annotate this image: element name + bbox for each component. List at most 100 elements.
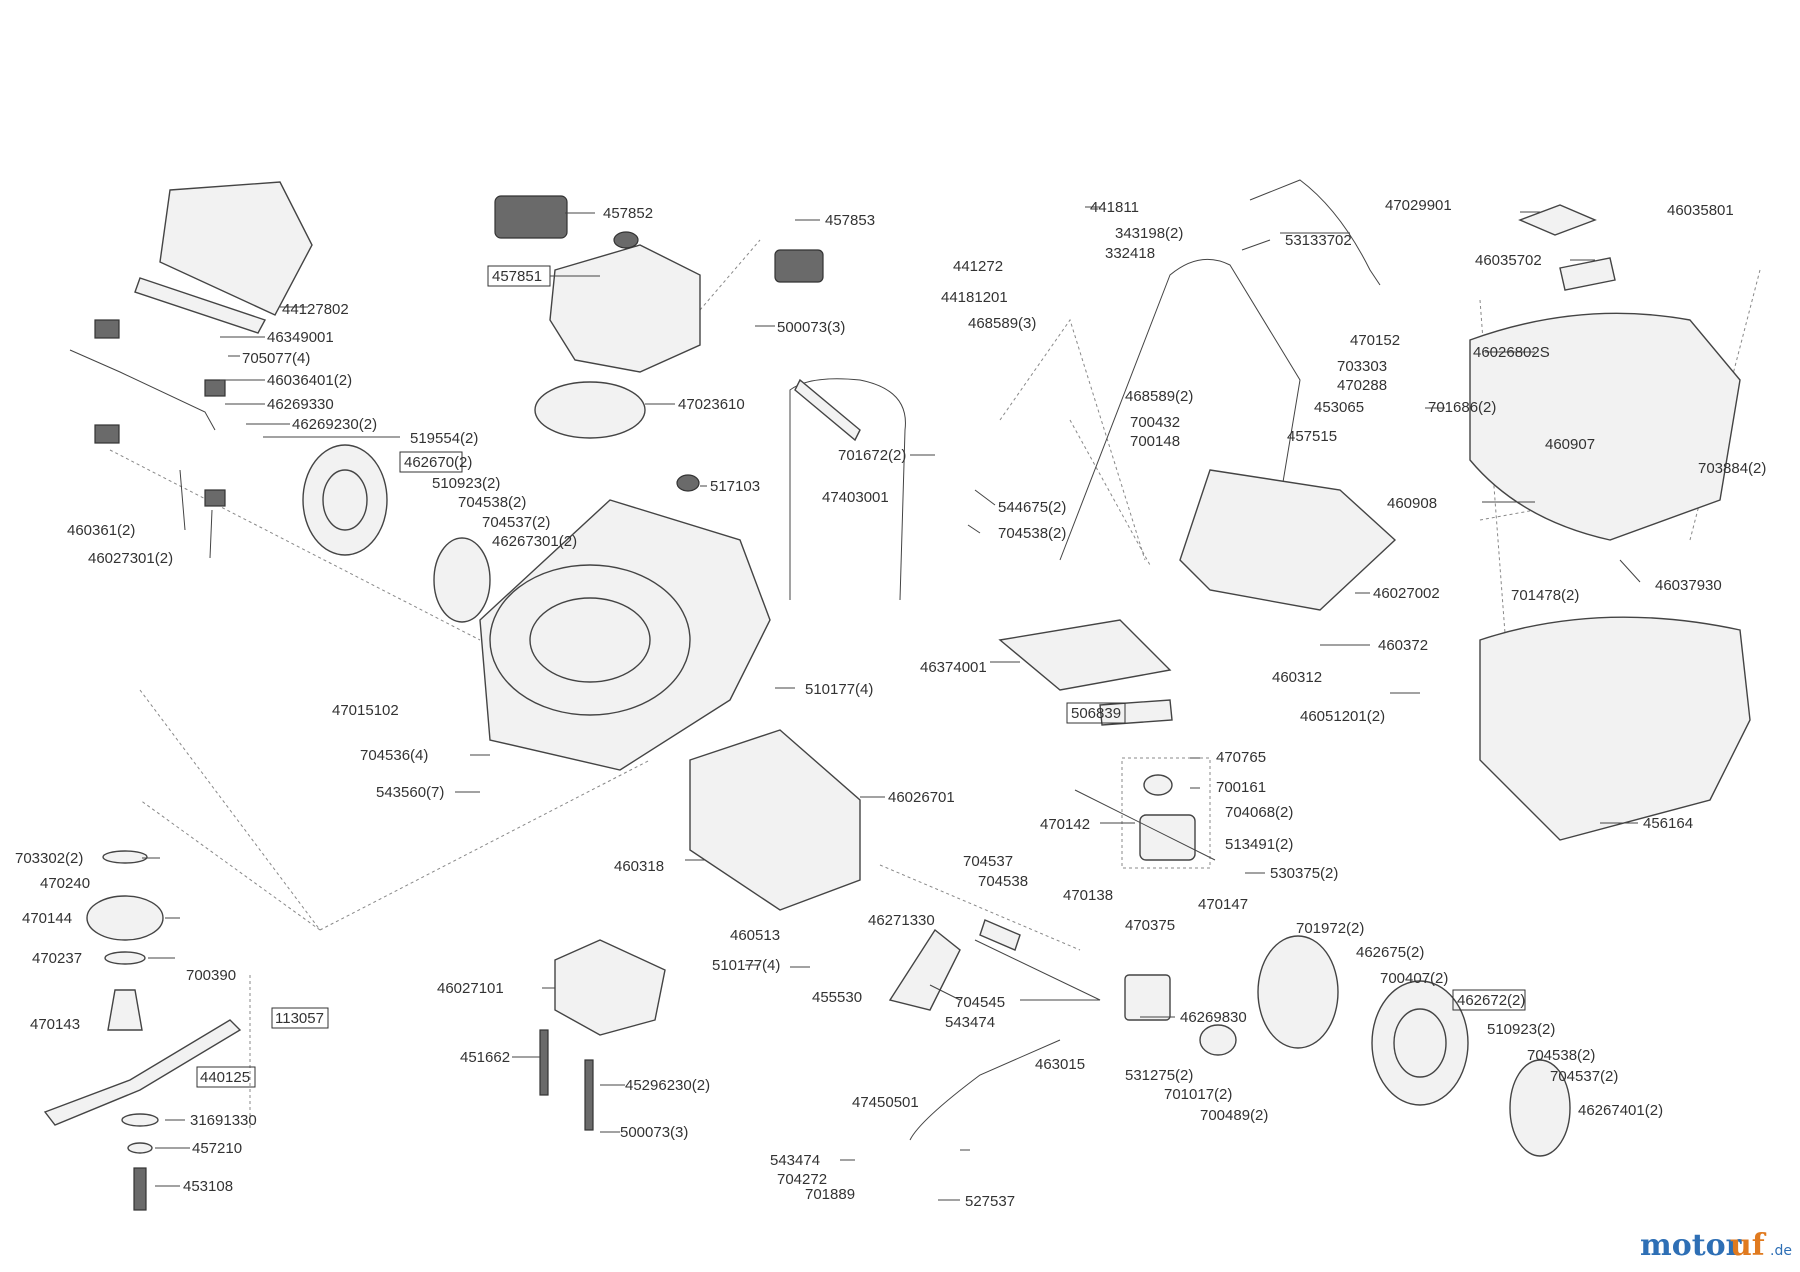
part-label: 453108 [183, 1178, 233, 1195]
blade-hub-part [86, 895, 164, 941]
engine-part [549, 244, 701, 373]
engine-plate [534, 381, 646, 439]
part-label: 332418 [1105, 245, 1155, 262]
part-label: 460372 [1378, 637, 1428, 654]
part-label: 46035702 [1475, 252, 1542, 269]
part-label: 510177(4) [712, 957, 780, 974]
watermark-brand-b: uf [1730, 1228, 1767, 1263]
part-label: 500073(3) [620, 1124, 688, 1141]
grass-box-lid-part [1469, 312, 1741, 541]
part-label: 47015102 [332, 702, 399, 719]
belt-part [1099, 699, 1173, 726]
part-label: 470288 [1337, 377, 1387, 394]
part-label: 470375 [1125, 917, 1175, 934]
leader-lines [142, 206, 1641, 1201]
part-label: 44127802 [282, 301, 349, 318]
part-label: 704538(2) [458, 494, 526, 511]
part-label: 440125 [200, 1069, 250, 1086]
part-label: 506839 [1071, 705, 1121, 722]
part-label: 457515 [1287, 428, 1337, 445]
part-label: 457853 [825, 212, 875, 229]
part-label: 46374001 [920, 659, 987, 676]
part-label: 46271330 [868, 912, 935, 929]
part-label: 704538(2) [998, 525, 1066, 542]
part-drawings [43, 179, 1751, 1211]
part-label: 704272 [777, 1171, 827, 1188]
part-label: 451662 [460, 1049, 510, 1066]
part-label: 46026802S [1473, 344, 1550, 361]
front-flap-part [554, 939, 666, 1036]
part-label: 46267301(2) [492, 533, 577, 550]
part-label: 343198(2) [1115, 225, 1183, 242]
part-label: 705077(4) [242, 350, 310, 367]
watermark-brand-a: motor [1640, 1228, 1743, 1263]
part-label: 460907 [1545, 436, 1595, 453]
part-label: 700432 [1130, 414, 1180, 431]
part-label: 703303 [1337, 358, 1387, 375]
part-label: 531275(2) [1125, 1067, 1193, 1084]
part-label: 470237 [32, 950, 82, 967]
part-label: 700489(2) [1200, 1107, 1268, 1124]
part-label: 468589(3) [968, 315, 1036, 332]
part-label: 46269230(2) [292, 416, 377, 433]
part-label: 470152 [1350, 332, 1400, 349]
part-label: 519554(2) [410, 430, 478, 447]
part-label: 462672(2) [1457, 992, 1525, 1009]
part-label: 704538(2) [1527, 1047, 1595, 1064]
part-label: 543474 [945, 1014, 995, 1031]
rear-wheel-part [1257, 935, 1339, 1049]
part-label: 470144 [22, 910, 72, 927]
part-label: 453065 [1314, 399, 1364, 416]
part-label: 703302(2) [15, 850, 83, 867]
part-label: 46349001 [267, 329, 334, 346]
part-label: 457210 [192, 1140, 242, 1157]
part-label: 470765 [1216, 749, 1266, 766]
part-label: 530375(2) [1270, 865, 1338, 882]
part-label: 510923(2) [432, 475, 500, 492]
part-label: 460361(2) [67, 522, 135, 539]
part-label: 704068(2) [1225, 804, 1293, 821]
part-label: 460312 [1272, 669, 1322, 686]
part-label: 470138 [1063, 887, 1113, 904]
part-label: 462675(2) [1356, 944, 1424, 961]
throttle-lever-part [888, 928, 961, 1011]
part-label: 704537 [963, 853, 1013, 870]
part-label: 500073(3) [777, 319, 845, 336]
part-label: 53133702 [1285, 232, 1352, 249]
part-label: 46269330 [267, 396, 334, 413]
discharge-cover-part [1179, 469, 1397, 611]
part-label: 704538 [978, 873, 1028, 890]
watermark-suffix: .de [1770, 1243, 1792, 1259]
part-label: 544675(2) [998, 499, 1066, 516]
part-label: 113057 [275, 1010, 324, 1027]
part-label: 700161 [1216, 779, 1266, 796]
part-label: 701972(2) [1296, 920, 1364, 937]
part-label: 46026701 [888, 789, 955, 806]
part-label: 701478(2) [1511, 587, 1579, 604]
part-label: 701889 [805, 1186, 855, 1203]
part-label: 44181201 [941, 289, 1008, 306]
part-label: 441272 [953, 258, 1003, 275]
part-label: 701686(2) [1428, 399, 1496, 416]
part-label: 31691330 [190, 1112, 257, 1129]
battery-part [494, 195, 568, 239]
part-label: 47029901 [1385, 197, 1452, 214]
part-label: 46027101 [437, 980, 504, 997]
part-label: 700148 [1130, 433, 1180, 450]
label-boxes [196, 265, 1526, 1088]
part-label: 46035801 [1667, 202, 1734, 219]
part-label: 455530 [812, 989, 862, 1006]
part-label: 700390 [186, 967, 236, 984]
charger-part [774, 249, 824, 283]
left-hubcap-part [433, 537, 491, 623]
part-label: 441811 [1090, 199, 1139, 216]
part-label: 457851 [492, 268, 542, 285]
part-label: 510177(4) [805, 681, 873, 698]
part-label: 46036401(2) [267, 372, 352, 389]
part-label: 703884(2) [1698, 460, 1766, 477]
part-label: 704537(2) [1550, 1068, 1618, 1085]
part-label: 470240 [40, 875, 90, 892]
part-label: 470147 [1198, 896, 1248, 913]
part-label: 513491(2) [1225, 836, 1293, 853]
